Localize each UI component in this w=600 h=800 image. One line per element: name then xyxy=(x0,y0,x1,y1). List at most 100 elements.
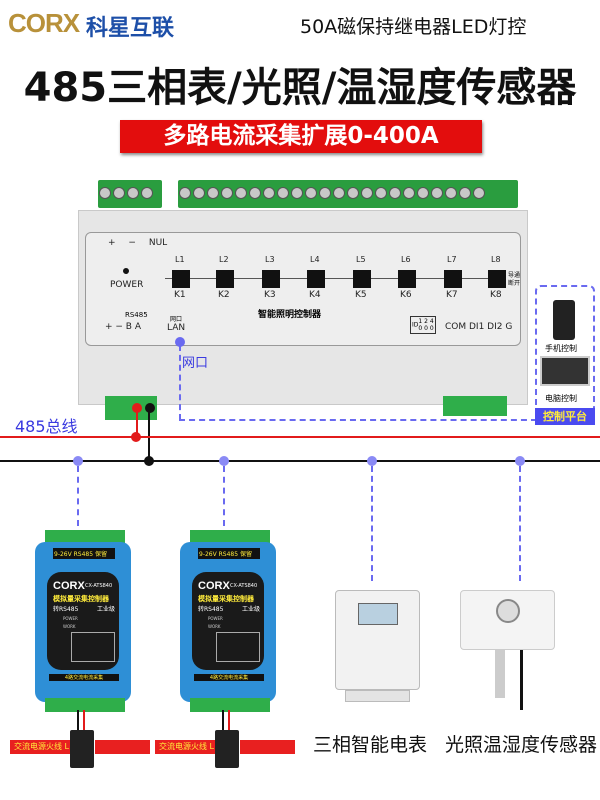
ac-live-wire-label: 交流电源火线 L xyxy=(155,740,215,754)
module-work-led: WORK xyxy=(63,624,76,629)
power-label: POWER xyxy=(110,280,144,290)
key-label: K3 xyxy=(264,290,276,300)
key-label: K5 xyxy=(355,290,367,300)
module-terminal-bottom xyxy=(45,698,125,712)
device-name: 智能照明控制器 xyxy=(258,310,322,320)
module-spec-table xyxy=(71,632,115,662)
key-label: K7 xyxy=(446,290,458,300)
relay-key-button[interactable] xyxy=(262,270,280,288)
module-name: 模拟量采集控制器 xyxy=(198,595,254,603)
relay-label: L1 xyxy=(175,255,185,264)
banner: 多路电流采集扩展0-400A xyxy=(120,120,482,153)
ac-live-wire xyxy=(240,740,295,754)
rs485-terminals: + − B A xyxy=(105,322,141,332)
sensor-caption: 光照温湿度传感器 xyxy=(445,734,598,756)
rs485-label: RS485 xyxy=(125,311,148,319)
io-terminals: COM DI1 DI2 G xyxy=(445,322,513,332)
ct-wire xyxy=(222,710,224,732)
module-top-labels: 9-26V RS485 保留 xyxy=(53,548,115,559)
relay-key-button[interactable] xyxy=(172,270,190,288)
relay-key-button[interactable] xyxy=(398,270,416,288)
relay-label: L7 xyxy=(447,255,457,264)
relay-key-button[interactable] xyxy=(353,270,371,288)
module-bottom-label: 4路交流电流采集 xyxy=(194,674,264,681)
lan-port-label[interactable]: LAN xyxy=(167,323,186,333)
bus-drop-link xyxy=(77,466,79,526)
power-terminals: + − NUL xyxy=(108,238,168,248)
module-face xyxy=(47,572,119,670)
bus-label: 485总线 xyxy=(15,417,78,436)
meter-terminal-cover xyxy=(345,690,410,702)
ac-live-wire-label: 交流电源火线 L xyxy=(10,740,70,754)
module-power-led: POWER xyxy=(63,616,78,621)
key-state-legend: 导通断开 xyxy=(508,272,521,287)
module-bottom-label: 4路交流电流采集 xyxy=(49,674,119,681)
rs485-b-terminal xyxy=(145,403,155,413)
lan-link xyxy=(179,345,181,420)
lan-port-dot xyxy=(175,337,185,347)
bus-drop-link xyxy=(371,466,373,581)
relay-key-button[interactable] xyxy=(488,270,506,288)
ct-wire xyxy=(228,710,230,732)
relay-label: L4 xyxy=(310,255,320,264)
key-rail xyxy=(165,278,505,279)
relay-label: L5 xyxy=(356,255,366,264)
module-spec-table xyxy=(216,632,260,662)
lan-link-horizontal xyxy=(179,419,537,421)
module-model: CX-ATS840 xyxy=(85,583,113,589)
bus-line-black xyxy=(0,460,600,462)
meter-caption: 三相智能电表 xyxy=(313,734,428,756)
module-grade: 工业级 xyxy=(97,606,116,613)
module-brand: CORX xyxy=(198,580,230,592)
io-terminal-block xyxy=(443,396,507,416)
platform-title: 控制平台 xyxy=(535,408,595,425)
module-sub: 转RS485 xyxy=(53,606,79,613)
module-power-led: POWER xyxy=(208,616,223,621)
module-terminal-bottom xyxy=(190,698,270,712)
module-brand: CORX xyxy=(53,580,85,592)
logo-cn: 科星互联 xyxy=(86,16,175,41)
logo: CORX xyxy=(8,8,80,38)
terminal-block xyxy=(98,180,162,208)
key-label: K8 xyxy=(490,290,502,300)
wire-red xyxy=(136,410,138,438)
bus-node-black xyxy=(144,456,154,466)
module-model: CX-ATS840 xyxy=(230,583,258,589)
relay-key-button[interactable] xyxy=(444,270,462,288)
relay-key-button[interactable] xyxy=(216,270,234,288)
key-label: K1 xyxy=(174,290,186,300)
current-transformer-icon xyxy=(70,730,94,768)
relay-label: L6 xyxy=(401,255,411,264)
ac-live-wire xyxy=(95,740,150,754)
three-phase-meter xyxy=(335,590,420,690)
module-face xyxy=(192,572,264,670)
module-sub: 转RS485 xyxy=(198,606,224,613)
key-label: K6 xyxy=(400,290,412,300)
subtitle: 50A磁保持继电器LED灯控 xyxy=(300,16,527,38)
bus-drop-link xyxy=(223,466,225,526)
module-top-labels: 9-26V RS485 保留 xyxy=(198,548,260,559)
controller-panel xyxy=(85,232,521,346)
relay-label: L2 xyxy=(219,255,229,264)
relay-key-button[interactable] xyxy=(307,270,325,288)
lan-cn: 网口 xyxy=(170,316,183,323)
monitor-icon xyxy=(540,356,590,386)
power-led xyxy=(123,268,129,274)
bus-line-red xyxy=(0,436,600,438)
sensor-cable xyxy=(520,650,523,710)
relay-label: L3 xyxy=(265,255,275,264)
light-temp-humidity-sensor xyxy=(460,590,555,650)
network-label: 网口 xyxy=(182,356,209,371)
ct-wire xyxy=(83,710,85,732)
module-grade: 工业级 xyxy=(242,606,261,613)
phone-control-label: 手机控制 xyxy=(545,344,577,353)
relay-label: L8 xyxy=(491,255,501,264)
module-terminal-top xyxy=(190,530,270,544)
phone-icon xyxy=(553,300,575,340)
key-label: K2 xyxy=(218,290,230,300)
pc-control-label: 电脑控制 xyxy=(545,394,577,403)
module-terminal-top xyxy=(45,530,125,544)
current-transformer-icon xyxy=(215,730,239,768)
bus-node-red xyxy=(131,432,141,442)
